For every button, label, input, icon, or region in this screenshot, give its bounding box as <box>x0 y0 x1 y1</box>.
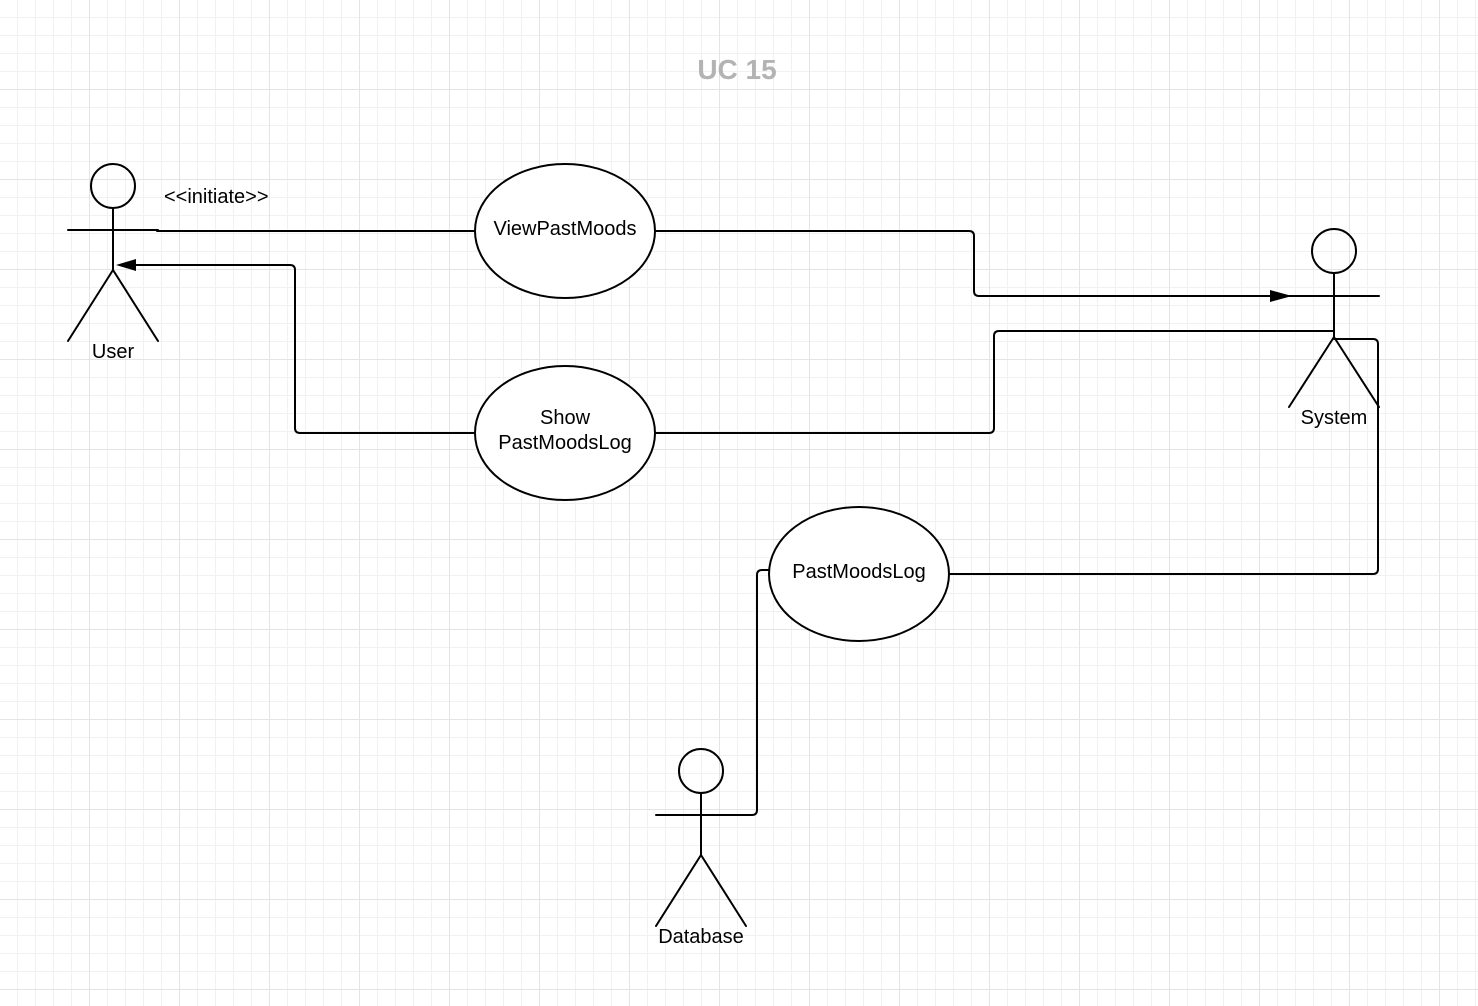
initiate-stereotype-label: <<initiate>> <box>164 186 269 208</box>
use-case-past-moods-log-label: PastMoodsLog <box>792 561 925 583</box>
actor-system[interactable]: System <box>1288 228 1380 429</box>
view-to-system-connector[interactable] <box>654 230 1292 302</box>
use-case-view-past-moods-label: ViewPastMoods <box>493 218 636 240</box>
stick-figure-icon <box>67 163 159 342</box>
actor-database[interactable]: Database <box>655 748 747 948</box>
actor-user-label: User <box>92 341 135 363</box>
stick-figure-icon <box>655 748 747 927</box>
log-to-database-connector[interactable] <box>701 569 771 816</box>
diagram-title: UC 15 <box>697 54 776 85</box>
actor-system-label: System <box>1301 407 1368 429</box>
use-case-past-moods-log[interactable]: PastMoodsLog <box>768 506 950 642</box>
system-to-log-connector[interactable] <box>947 338 1379 575</box>
stick-figure-icon <box>1288 228 1380 408</box>
show-log-to-user-connector[interactable] <box>116 259 477 434</box>
use-case-view-past-moods[interactable]: ViewPastMoods <box>474 163 656 299</box>
system-to-show-log-connector[interactable] <box>654 330 1335 434</box>
use-case-show-label-line2: PastMoodsLog <box>498 432 631 454</box>
arrowhead-to-user <box>116 259 136 271</box>
use-case-show-past-moods-log[interactable]: Show PastMoodsLog <box>474 365 656 501</box>
actor-user[interactable]: User <box>67 163 159 363</box>
use-case-show-label-line1: Show <box>540 407 591 429</box>
actor-database-label: Database <box>658 926 744 948</box>
arrowhead-to-system <box>1270 290 1292 302</box>
